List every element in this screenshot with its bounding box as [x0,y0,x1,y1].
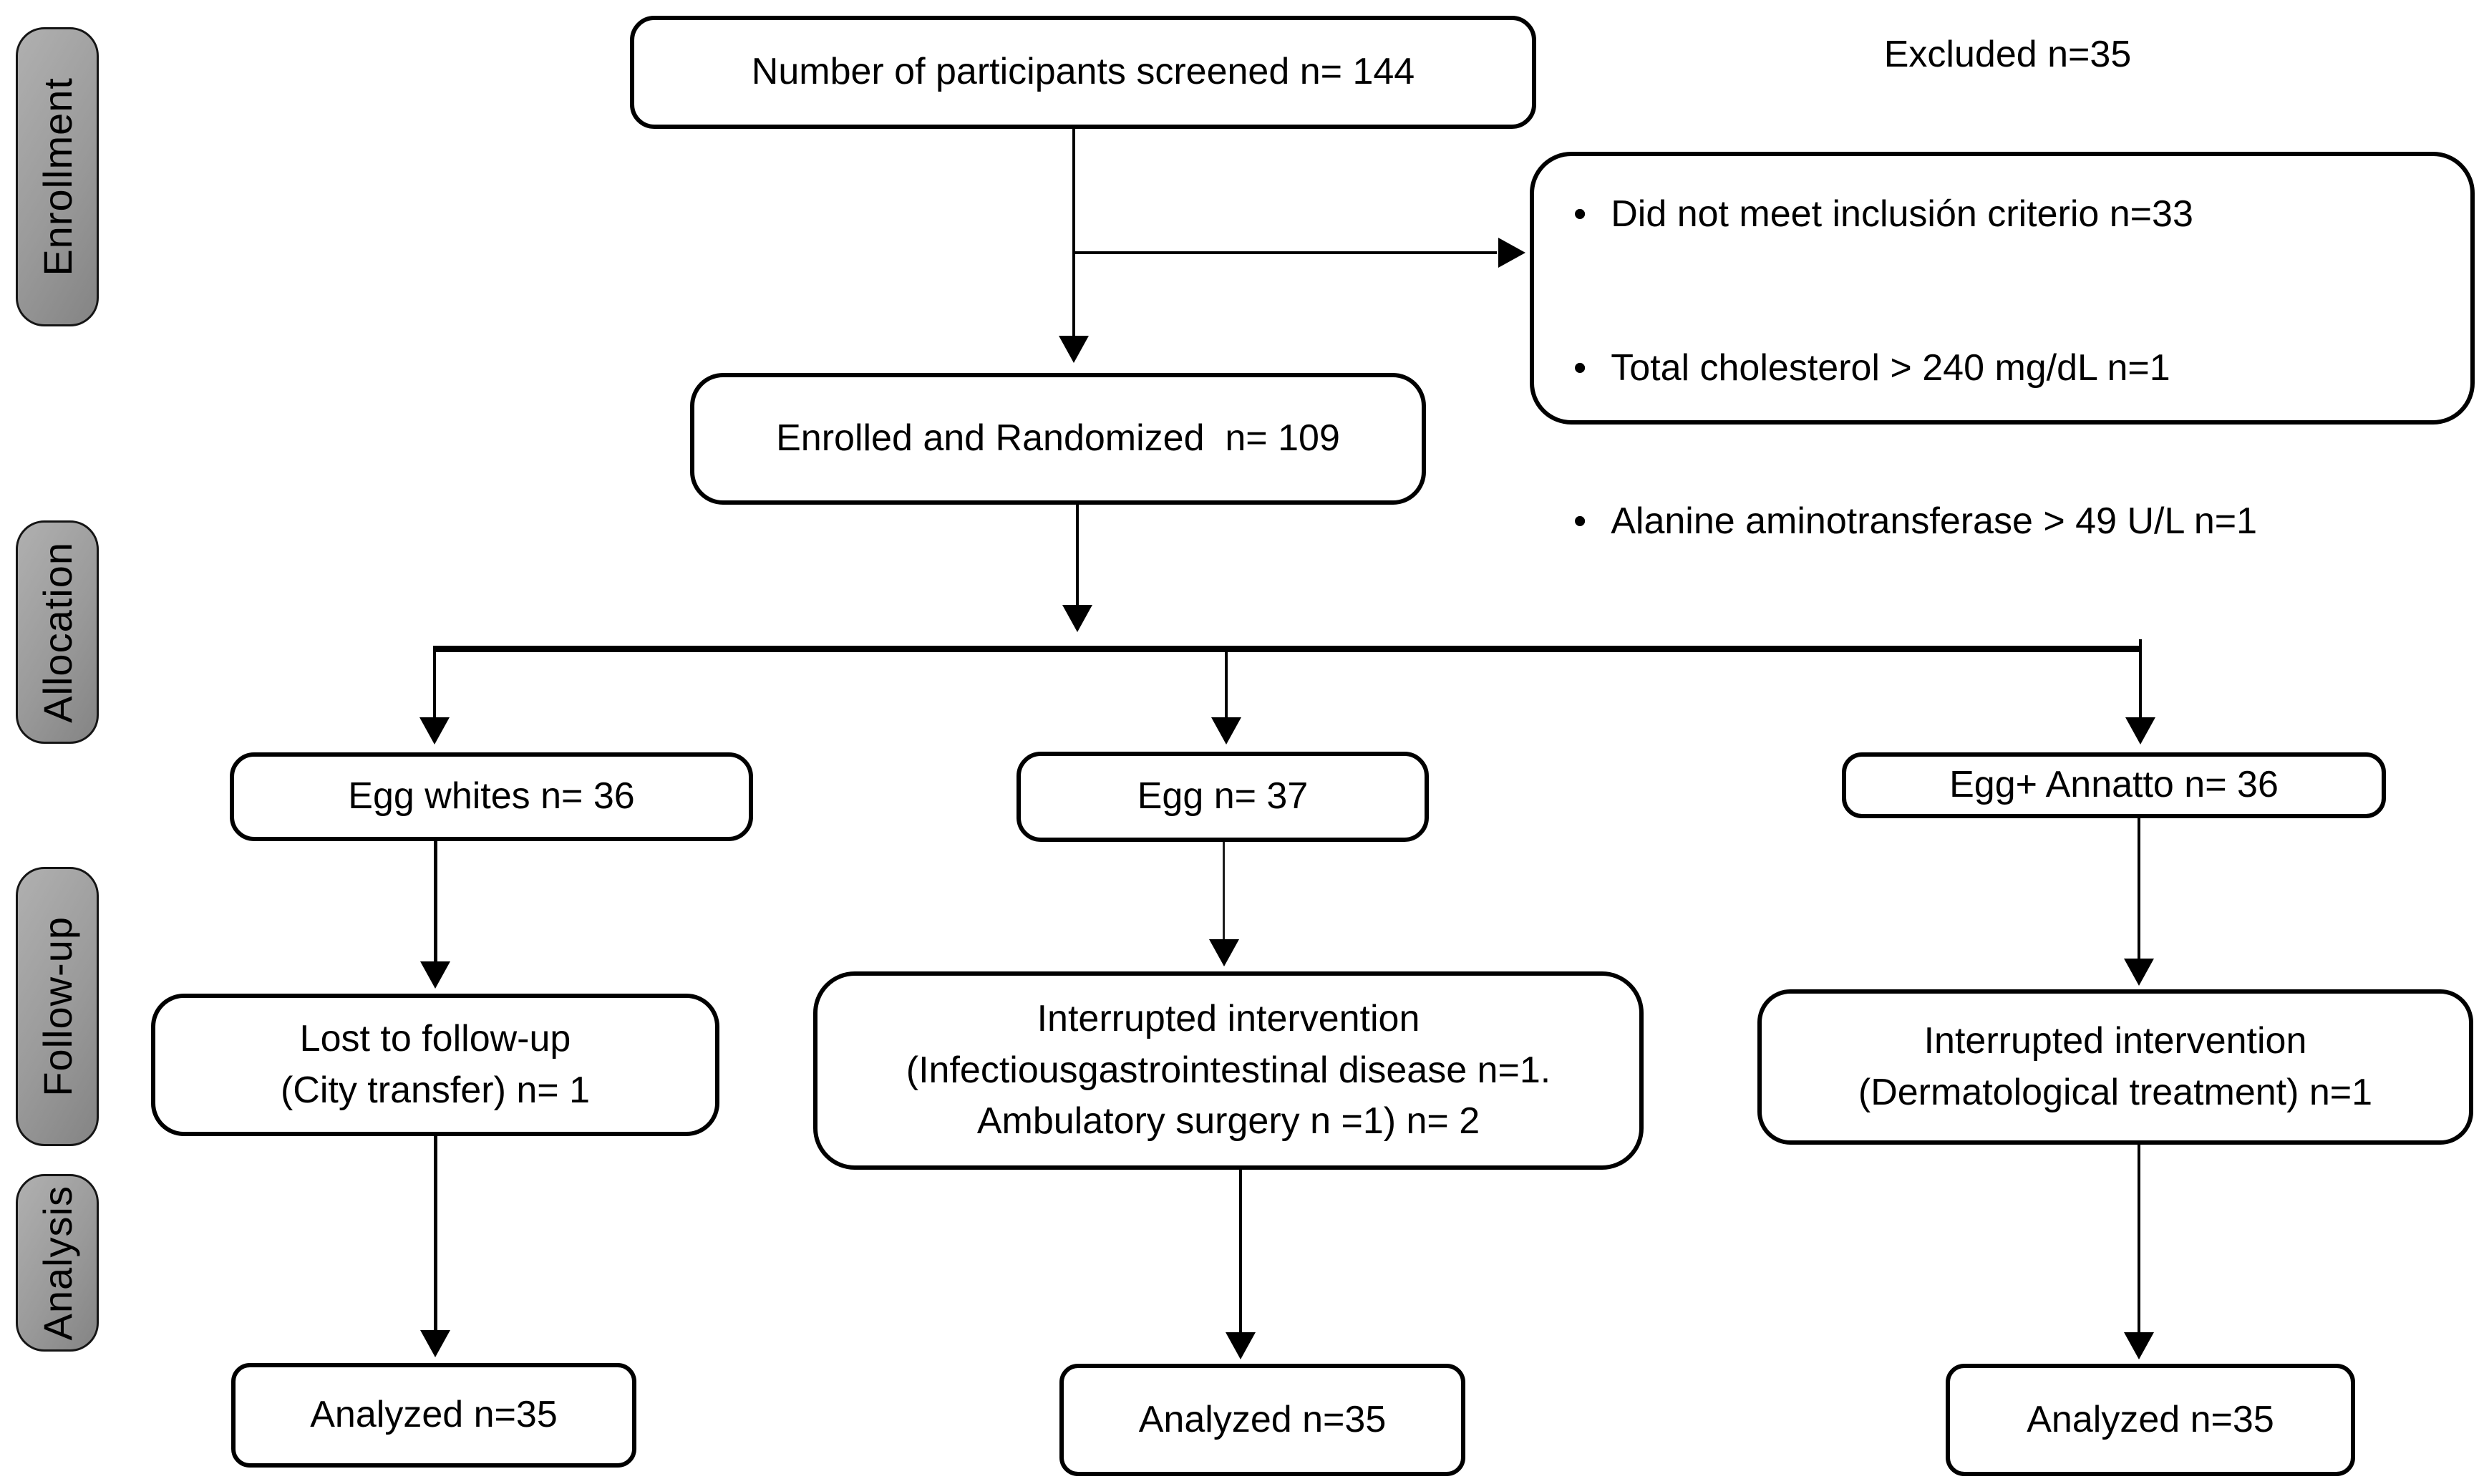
node-enrolled-randomized: Enrolled and Randomized n= 109 [690,373,1426,505]
node-enrolled-randomized-text: Enrolled and Randomized n= 109 [776,417,1340,460]
node-followup-egg-annatto: Interrupted intervention (Dermatological… [1757,989,2473,1145]
node-arm-egg-whites: Egg whites n= 36 [230,752,753,841]
followup-egg-annatto-line-1: Interrupted intervention [1923,1019,2307,1062]
arrowhead-enrolled-split [1062,605,1092,632]
node-screened-text: Number of participants screened n= 144 [751,51,1415,93]
stage-label-followup-text: Follow-up [34,916,80,1097]
stage-label-enrollment: Enrollment [16,27,99,326]
connector-enrolled-split-line [1076,505,1079,605]
node-analyzed-egg-annatto: Analyzed n=35 [1946,1364,2355,1476]
followup-egg-annatto-line-2: (Dermatological treatment) n=1 [1858,1071,2373,1113]
arrowhead-screened-enrolled [1059,336,1089,363]
node-analyzed-egg: Analyzed n=35 [1059,1364,1465,1476]
node-analyzed-egg-whites: Analyzed n=35 [231,1363,636,1468]
excluded-bullet-3-text: Alanine aminotransferase > 49 U/L n=1 [1611,500,2258,543]
connector-excluded-line [1074,251,1497,254]
node-excluded: Excluded n=35 • Did not meet inclusión c… [1530,34,2475,542]
excluded-bullet-1: • Did not meet inclusión criterio n=33 [1573,189,2442,240]
bullet-icon: • [1573,346,1587,389]
arrowhead-arm-egg-whites [419,717,450,745]
arrowhead-egg-whites-analyzed [420,1330,450,1357]
bullet-icon: • [1573,500,1587,543]
connector-egg-whites-analyzed-line [434,1136,437,1330]
node-excluded-title: Excluded n=35 [1883,33,2132,75]
arrowhead-arm-egg-annatto [2125,717,2155,745]
connector-egg-followup-line [1223,842,1225,939]
stage-label-allocation-text: Allocation [34,541,80,723]
connector-screened-enrolled-line [1072,129,1075,336]
connector-arm-egg-line [1225,652,1228,717]
node-arm-egg: Egg n= 37 [1017,752,1429,842]
node-screened: Number of participants screened n= 144 [630,16,1536,129]
node-analyzed-egg-text: Analyzed n=35 [1138,1398,1387,1440]
arrowhead-egg-whites-followup [420,961,450,989]
stage-label-analysis: Analysis [16,1174,99,1352]
excluded-bullet-2: • Total cholesterol > 240 mg/dL n=1 [1573,343,2442,394]
excluded-bullet-1-text: Did not meet inclusión criterio n=33 [1611,193,2193,235]
excluded-bullet-2-text: Total cholesterol > 240 mg/dL n=1 [1611,346,2170,389]
arrowhead-egg-annatto-followup [2124,959,2154,986]
stage-label-followup: Follow-up [16,867,99,1146]
bullet-icon: • [1573,193,1587,235]
connector-arm-egg-whites-line [433,652,436,717]
arrowhead-egg-annatto-analyzed [2124,1332,2154,1359]
stage-label-analysis-text: Analysis [34,1185,80,1341]
connector-egg-analyzed-line [1239,1170,1242,1332]
arrowhead-excluded [1498,238,1525,268]
arrowhead-egg-analyzed [1226,1332,1256,1359]
connector-egg-annatto-analyzed-line [2138,1145,2140,1332]
stage-label-enrollment-text: Enrollment [34,77,80,276]
connector-egg-whites-followup-line [434,841,437,961]
arrowhead-arm-egg [1211,717,1241,745]
node-analyzed-egg-whites-text: Analyzed n=35 [310,1394,558,1436]
arrowhead-egg-followup [1209,939,1239,966]
excluded-bullet-3: • Alanine aminotransferase > 49 U/L n=1 [1573,496,2442,547]
split-bar [433,646,2140,652]
node-arm-egg-whites-text: Egg whites n= 36 [348,775,635,818]
followup-egg-line-3: Ambulatory surgery n =1) n= 2 [976,1100,1480,1143]
connector-egg-annatto-followup-line [2138,818,2140,959]
node-analyzed-egg-annatto-text: Analyzed n=35 [2027,1398,2274,1440]
stage-label-allocation: Allocation [16,520,99,744]
followup-egg-line-2: (Infectiousgastrointestinal disease n=1. [906,1049,1551,1091]
node-followup-egg-whites: Lost to follow-up (City transfer) n= 1 [151,994,719,1136]
node-arm-egg-text: Egg n= 37 [1137,775,1309,818]
node-followup-egg: Interrupted intervention (Infectiousgast… [813,971,1644,1170]
node-excluded-content: Excluded n=35 • Did not meet inclusión c… [1534,0,2470,650]
node-arm-egg-annatto-text: Egg+ Annatto n= 36 [1949,764,2279,806]
connector-arm-egg-annatto-line [2139,639,2142,717]
followup-egg-whites-line-2: (City transfer) n= 1 [280,1069,591,1111]
followup-egg-whites-line-1: Lost to follow-up [299,1017,571,1059]
node-arm-egg-annatto: Egg+ Annatto n= 36 [1842,752,2386,818]
followup-egg-line-1: Interrupted intervention [1037,997,1420,1039]
